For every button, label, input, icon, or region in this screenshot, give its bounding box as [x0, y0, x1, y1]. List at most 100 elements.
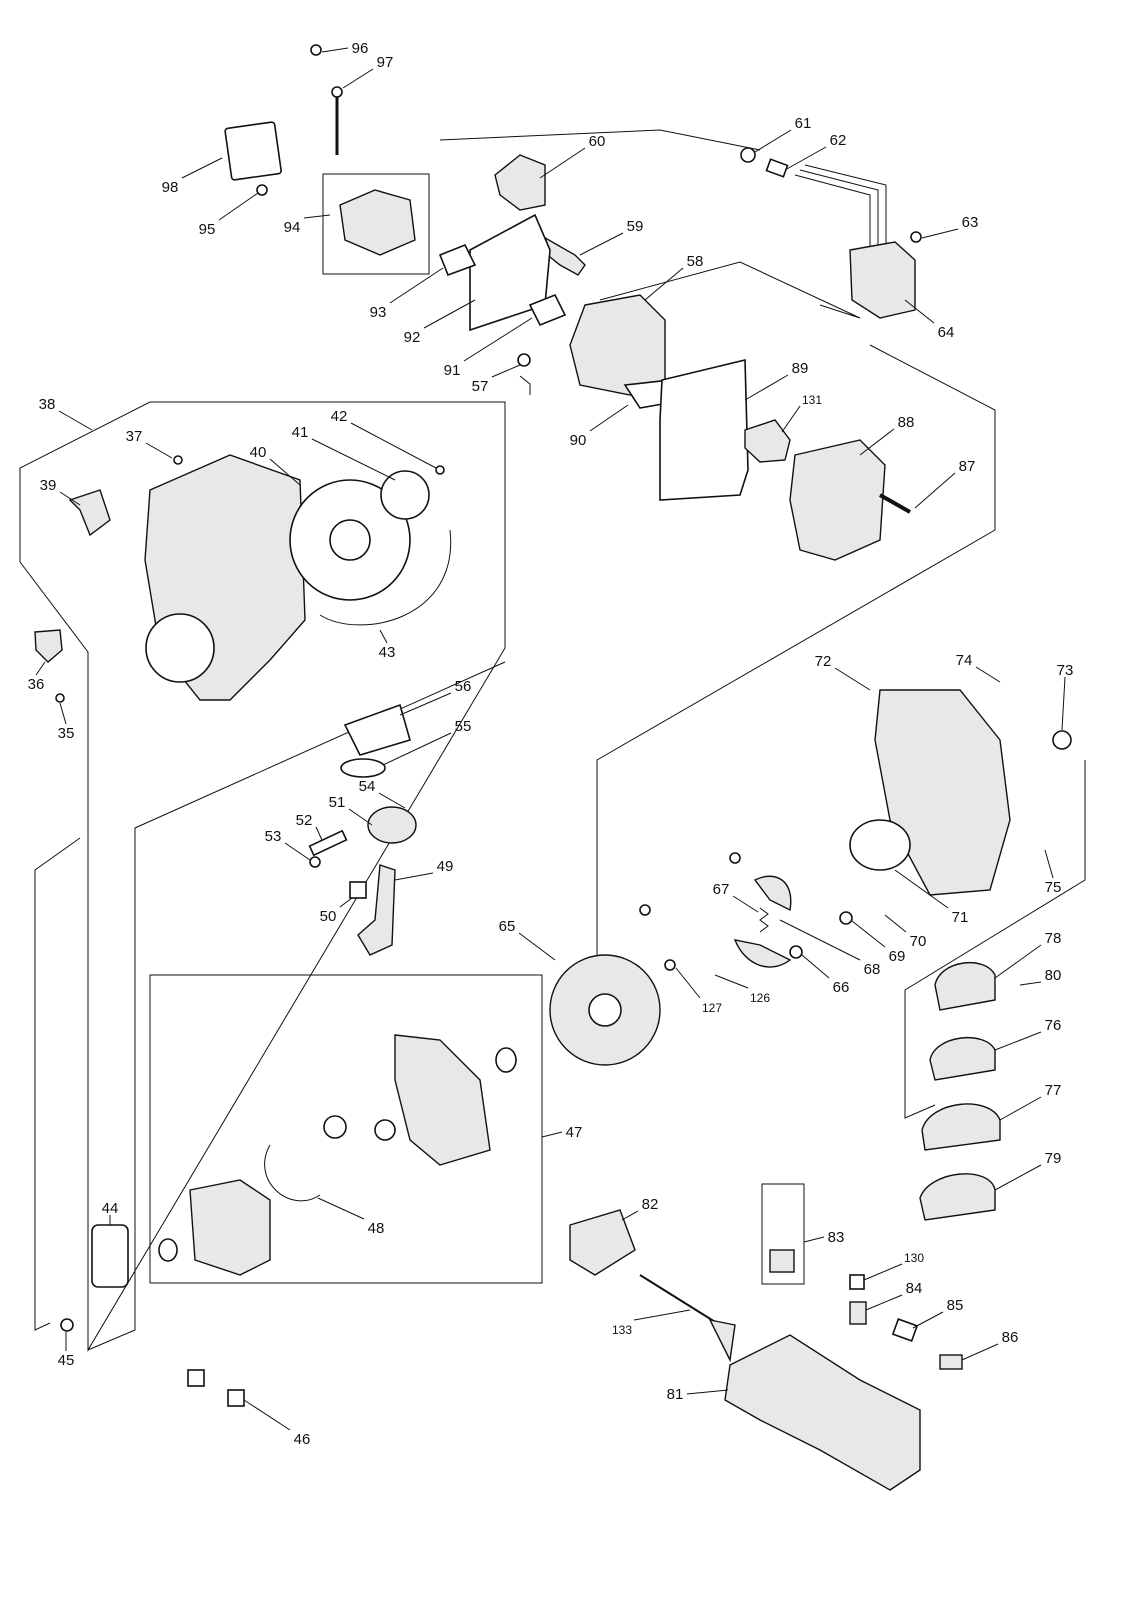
part-label-68: 68: [864, 961, 881, 978]
leader-line-59: [579, 232, 624, 256]
part-label-44: 44: [102, 1200, 119, 1217]
part-96-screw: [310, 44, 322, 56]
part-label-64: 64: [938, 324, 955, 341]
part-64-ignition-coil: [849, 241, 916, 319]
leader-line-70: [884, 914, 907, 933]
leader-line-42: [350, 422, 437, 469]
part-label-48: 48: [368, 1220, 385, 1237]
part-45-screw: [60, 1318, 74, 1332]
part-label-35: 35: [58, 725, 75, 742]
leader-line-96: [321, 47, 349, 53]
leader-line-83: [803, 1236, 825, 1243]
leader-line-78: [994, 944, 1042, 979]
part-84-fuel-filter: [849, 1301, 867, 1325]
part-seal: [495, 1047, 517, 1073]
part-label-82: 82: [642, 1196, 659, 1213]
leader-line-94: [303, 214, 331, 219]
part-label-40: 40: [250, 444, 267, 461]
leader-line-72: [834, 667, 871, 691]
part-63-screw: [910, 231, 922, 243]
part-71-clutch-drum: [849, 819, 911, 871]
part-washer-top: [729, 852, 741, 864]
part-61-spring: [740, 147, 756, 163]
frame-47-crankcase: [149, 974, 543, 1284]
part-73-ring: [1052, 730, 1072, 750]
part-label-80: 80: [1045, 967, 1062, 984]
part-label-84: 84: [906, 1280, 923, 1297]
frame-clutch-right: [904, 760, 1086, 1119]
part-76-clamp: [929, 1036, 996, 1081]
part-label-85: 85: [947, 1297, 964, 1314]
part-57-screw: [517, 353, 531, 367]
part-label-89: 89: [792, 360, 809, 377]
part-label-42: 42: [331, 408, 348, 425]
leader-line-69: [851, 920, 886, 948]
frame-36-45-line: [34, 837, 81, 1331]
part-42-screw: [435, 465, 445, 475]
part-label-87: 87: [959, 458, 976, 475]
leader-line-38: [58, 410, 93, 431]
part-label-83: 83: [828, 1229, 845, 1246]
leader-line-76: [994, 1031, 1042, 1051]
leader-line-47: [541, 1131, 563, 1138]
part-bearing-a: [323, 1115, 347, 1139]
frame-38-recoil-starter: [19, 401, 506, 1352]
part-35-screw: [55, 693, 65, 703]
part-82-fuel-cap: [569, 1209, 636, 1276]
part-label-45: 45: [58, 1352, 75, 1369]
part-36-knob: [34, 629, 63, 663]
part-label-90: 90: [570, 432, 587, 449]
leader-line-50: [339, 897, 353, 908]
part-50-bearing: [349, 881, 367, 899]
leader-line-131: [781, 405, 801, 433]
leader-line-54: [378, 792, 406, 809]
leader-line-43: [379, 629, 388, 644]
leader-line-75: [1044, 849, 1054, 879]
part-label-53: 53: [265, 828, 282, 845]
part-91-gasket: [528, 293, 567, 327]
leader-line-37: [145, 442, 173, 459]
leader-line-60: [539, 147, 586, 179]
part-label-79: 79: [1045, 1150, 1062, 1167]
part-label-36: 36: [28, 676, 45, 693]
leader-line-93: [389, 267, 444, 304]
part-87-bolt: [879, 493, 911, 514]
group-frames: [19, 129, 1086, 1352]
part-clutch-shoe-b: [733, 939, 792, 968]
part-washer-127: [664, 959, 676, 971]
part-98-plate: [224, 121, 282, 181]
leader-line-48: [317, 1197, 365, 1220]
part-label-65: 65: [499, 918, 516, 935]
part-label-39: 39: [40, 477, 57, 494]
part-47-crankcase-right: [394, 1034, 491, 1166]
leader-line-127: [675, 967, 701, 999]
part-label-94: 94: [284, 219, 301, 236]
part-89-heat-shield: [659, 358, 749, 501]
part-92-plate: [469, 213, 551, 332]
part-65-flywheel-hub: [588, 993, 622, 1027]
part-label-88: 88: [898, 414, 915, 431]
part-47-crankcase-left: [189, 1179, 271, 1276]
part-88-muffler: [789, 439, 886, 561]
leader-line-85: [912, 1311, 944, 1329]
leader-line-81: [686, 1389, 729, 1395]
part-130-cap: [849, 1274, 865, 1290]
part-131-spark-arrester: [744, 419, 791, 463]
leader-line-74: [975, 666, 1001, 683]
leader-line-65: [518, 932, 556, 961]
part-52-pin: [308, 829, 348, 857]
part-label-63: 63: [962, 214, 979, 231]
part-51-piston: [367, 806, 417, 844]
leader-line-56: [399, 692, 452, 716]
leader-line-89: [744, 374, 789, 401]
part-wires: [794, 164, 887, 250]
part-67-spring: [759, 907, 769, 933]
part-95-screw: [256, 184, 268, 196]
part-label-77: 77: [1045, 1082, 1062, 1099]
part-97-eyelet: [331, 86, 343, 98]
part-seal-left: [158, 1238, 178, 1262]
leader-line-41: [311, 438, 396, 481]
leader-line-62: [784, 146, 827, 171]
part-label-86: 86: [1002, 1329, 1019, 1346]
